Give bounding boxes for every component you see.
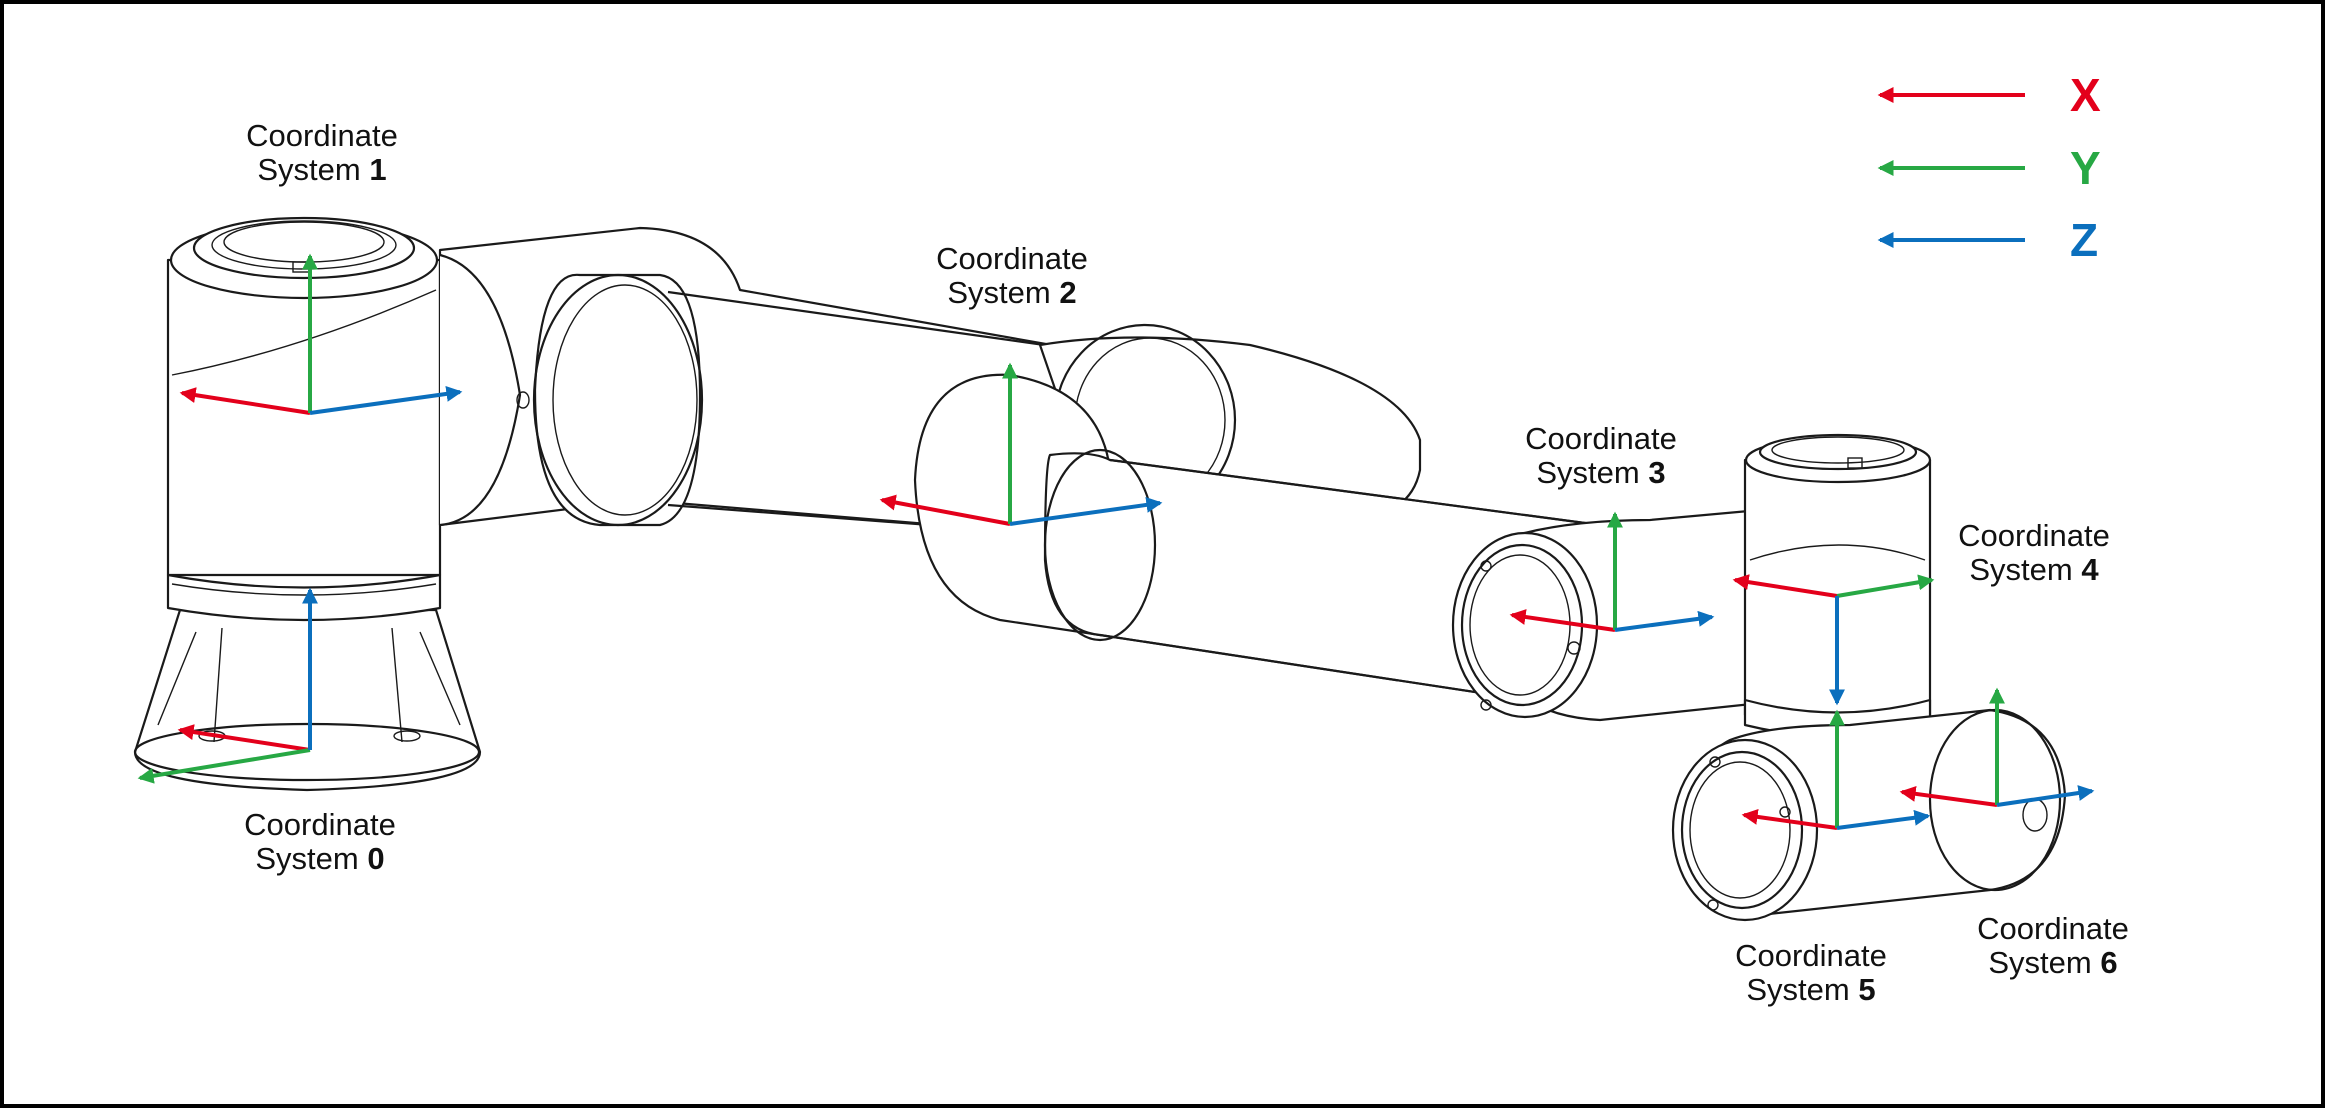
x-axis-arrow bbox=[879, 494, 1011, 526]
axes-system-1 bbox=[179, 253, 463, 415]
z-axis-arrow bbox=[1614, 610, 1715, 632]
label-line2: System 5 bbox=[1746, 972, 1875, 1007]
robot-wrist-1 bbox=[1451, 508, 1792, 722]
axes-system-2 bbox=[879, 362, 1163, 526]
label-line1: Coordinate bbox=[1958, 518, 2110, 553]
robot-base bbox=[133, 608, 482, 792]
label-line2: System 6 bbox=[1988, 945, 2117, 980]
z-axis-arrow bbox=[1009, 496, 1163, 526]
x-axis-arrow bbox=[177, 724, 311, 752]
z-axis-arrow bbox=[309, 385, 463, 415]
y-axis-arrow bbox=[137, 748, 311, 784]
axes-system-5 bbox=[1741, 709, 1931, 830]
x-axis-arrow bbox=[179, 387, 311, 415]
label-system-5: Coordinate System 5 bbox=[1735, 938, 1887, 1007]
label-line2: System 1 bbox=[257, 152, 386, 187]
label-line1: Coordinate bbox=[246, 118, 398, 153]
legend-y: Y bbox=[1877, 142, 2101, 194]
label-line1: Coordinate bbox=[1977, 911, 2129, 946]
label-system-3: Coordinate System 3 bbox=[1525, 421, 1677, 490]
z-axis-arrow bbox=[1836, 809, 1931, 830]
robot-wrist-3 bbox=[1671, 708, 2067, 922]
label-line1: Coordinate bbox=[936, 241, 1088, 276]
label-line2: System 4 bbox=[1969, 552, 2099, 587]
coordinate-system-labels: Coordinate System 0 Coordinate System 1 … bbox=[244, 118, 2129, 1007]
label-line1: Coordinate bbox=[1525, 421, 1677, 456]
z-axis-arrow bbox=[1996, 785, 2095, 807]
x-axis-arrow bbox=[1741, 808, 1838, 830]
label-line1: Coordinate bbox=[244, 807, 396, 842]
label-line2: System 2 bbox=[947, 275, 1076, 310]
coordinate-axes bbox=[137, 253, 2095, 830]
axes-system-6 bbox=[1899, 687, 2095, 807]
axes-system-0 bbox=[137, 587, 318, 784]
x-axis-arrow bbox=[1732, 574, 1838, 598]
y-axis-arrow bbox=[1836, 574, 1935, 598]
robot-arm-drawing bbox=[133, 216, 2067, 922]
x-axis-arrow bbox=[1509, 609, 1616, 632]
legend-x-label: X bbox=[2070, 69, 2101, 121]
label-system-4: Coordinate System 4 bbox=[1958, 518, 2110, 587]
label-line2: System 3 bbox=[1536, 455, 1665, 490]
axes-system-4 bbox=[1732, 574, 1935, 706]
legend-x: X bbox=[1877, 69, 2101, 121]
legend-z-label: Z bbox=[2070, 214, 2098, 266]
label-system-6: Coordinate System 6 bbox=[1977, 911, 2129, 980]
legend-y-label: Y bbox=[2070, 142, 2101, 194]
x-axis-arrow bbox=[1899, 785, 1998, 807]
robot-shoulder bbox=[166, 216, 442, 622]
label-system-0: Coordinate System 0 bbox=[244, 807, 396, 876]
label-system-2: Coordinate System 2 bbox=[936, 241, 1088, 310]
axis-legend: X Y Z bbox=[1877, 69, 2101, 266]
legend-z: Z bbox=[1877, 214, 2098, 266]
label-system-1: Coordinate System 1 bbox=[246, 118, 398, 187]
axes-system-3 bbox=[1509, 511, 1715, 632]
label-line1: Coordinate bbox=[1735, 938, 1887, 973]
label-line2: System 0 bbox=[255, 841, 384, 876]
